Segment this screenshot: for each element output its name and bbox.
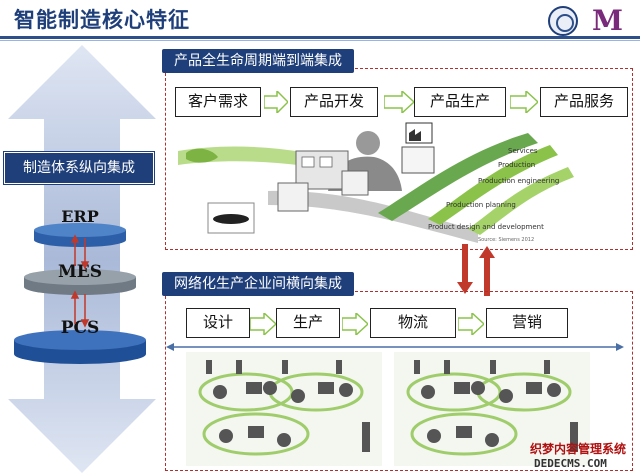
networked-factories-illustration xyxy=(394,352,590,466)
chevron-right-icon xyxy=(458,313,484,335)
chevron-right-icon xyxy=(342,313,368,335)
stage-production-planning: Production planning xyxy=(446,201,516,209)
step-customer-demand: 客户需求 xyxy=(175,87,261,117)
watermark-domain: DEDECMS.COM xyxy=(534,457,607,470)
end-to-end-integration-panel xyxy=(165,68,633,250)
pcs-label: PCS xyxy=(60,318,100,338)
step-product-development: 产品开发 xyxy=(290,87,378,117)
layer-connector-arrows xyxy=(70,234,90,328)
title-underline xyxy=(0,36,640,39)
step-product-service: 产品服务 xyxy=(540,87,628,117)
erp-disk xyxy=(34,223,126,247)
step-marketing: 营销 xyxy=(486,308,568,338)
pcs-disk xyxy=(14,330,146,364)
horizontal-double-arrow xyxy=(166,343,624,351)
stage-product-design: Product design and development xyxy=(428,223,544,231)
horizontal-integration-panel xyxy=(165,291,633,471)
networked-factories-illustration xyxy=(186,352,382,466)
chevron-right-icon xyxy=(250,313,276,335)
chevron-right-icon xyxy=(264,91,288,113)
step-logistics: 物流 xyxy=(370,308,456,338)
section-connector-arrows xyxy=(457,244,495,296)
stage-production: Production xyxy=(498,161,535,169)
brand-m-logo: M xyxy=(592,4,623,37)
watermark-chinese: 织梦内容管理系统 xyxy=(530,442,627,456)
stage-services: Services xyxy=(508,147,538,155)
horizontal-integration-header: 网络化生产企业间横向集成 xyxy=(162,272,354,296)
step-production: 生产 xyxy=(276,308,340,338)
step-product-production: 产品生产 xyxy=(414,87,506,117)
mes-disk xyxy=(24,269,136,295)
university-seal-logo xyxy=(548,6,578,36)
stage-production-engineering: Production engineering xyxy=(478,177,559,185)
page-title: 智能制造核心特征 xyxy=(14,8,190,32)
end-to-end-integration-header: 产品全生命周期端到端集成 xyxy=(162,49,354,73)
chevron-right-icon xyxy=(510,91,538,113)
chevron-right-icon xyxy=(384,91,414,113)
product-lifecycle-illustration: Services Production Production engineeri… xyxy=(178,121,626,247)
illustration-credit: Source: Siemens 2012 xyxy=(478,237,534,243)
vertical-integration-label: 制造体系纵向集成 xyxy=(4,152,154,184)
step-design: 设计 xyxy=(186,308,250,338)
mes-label: MES xyxy=(57,262,103,282)
erp-label: ERP xyxy=(61,207,99,226)
title-underline-thin xyxy=(0,40,640,41)
